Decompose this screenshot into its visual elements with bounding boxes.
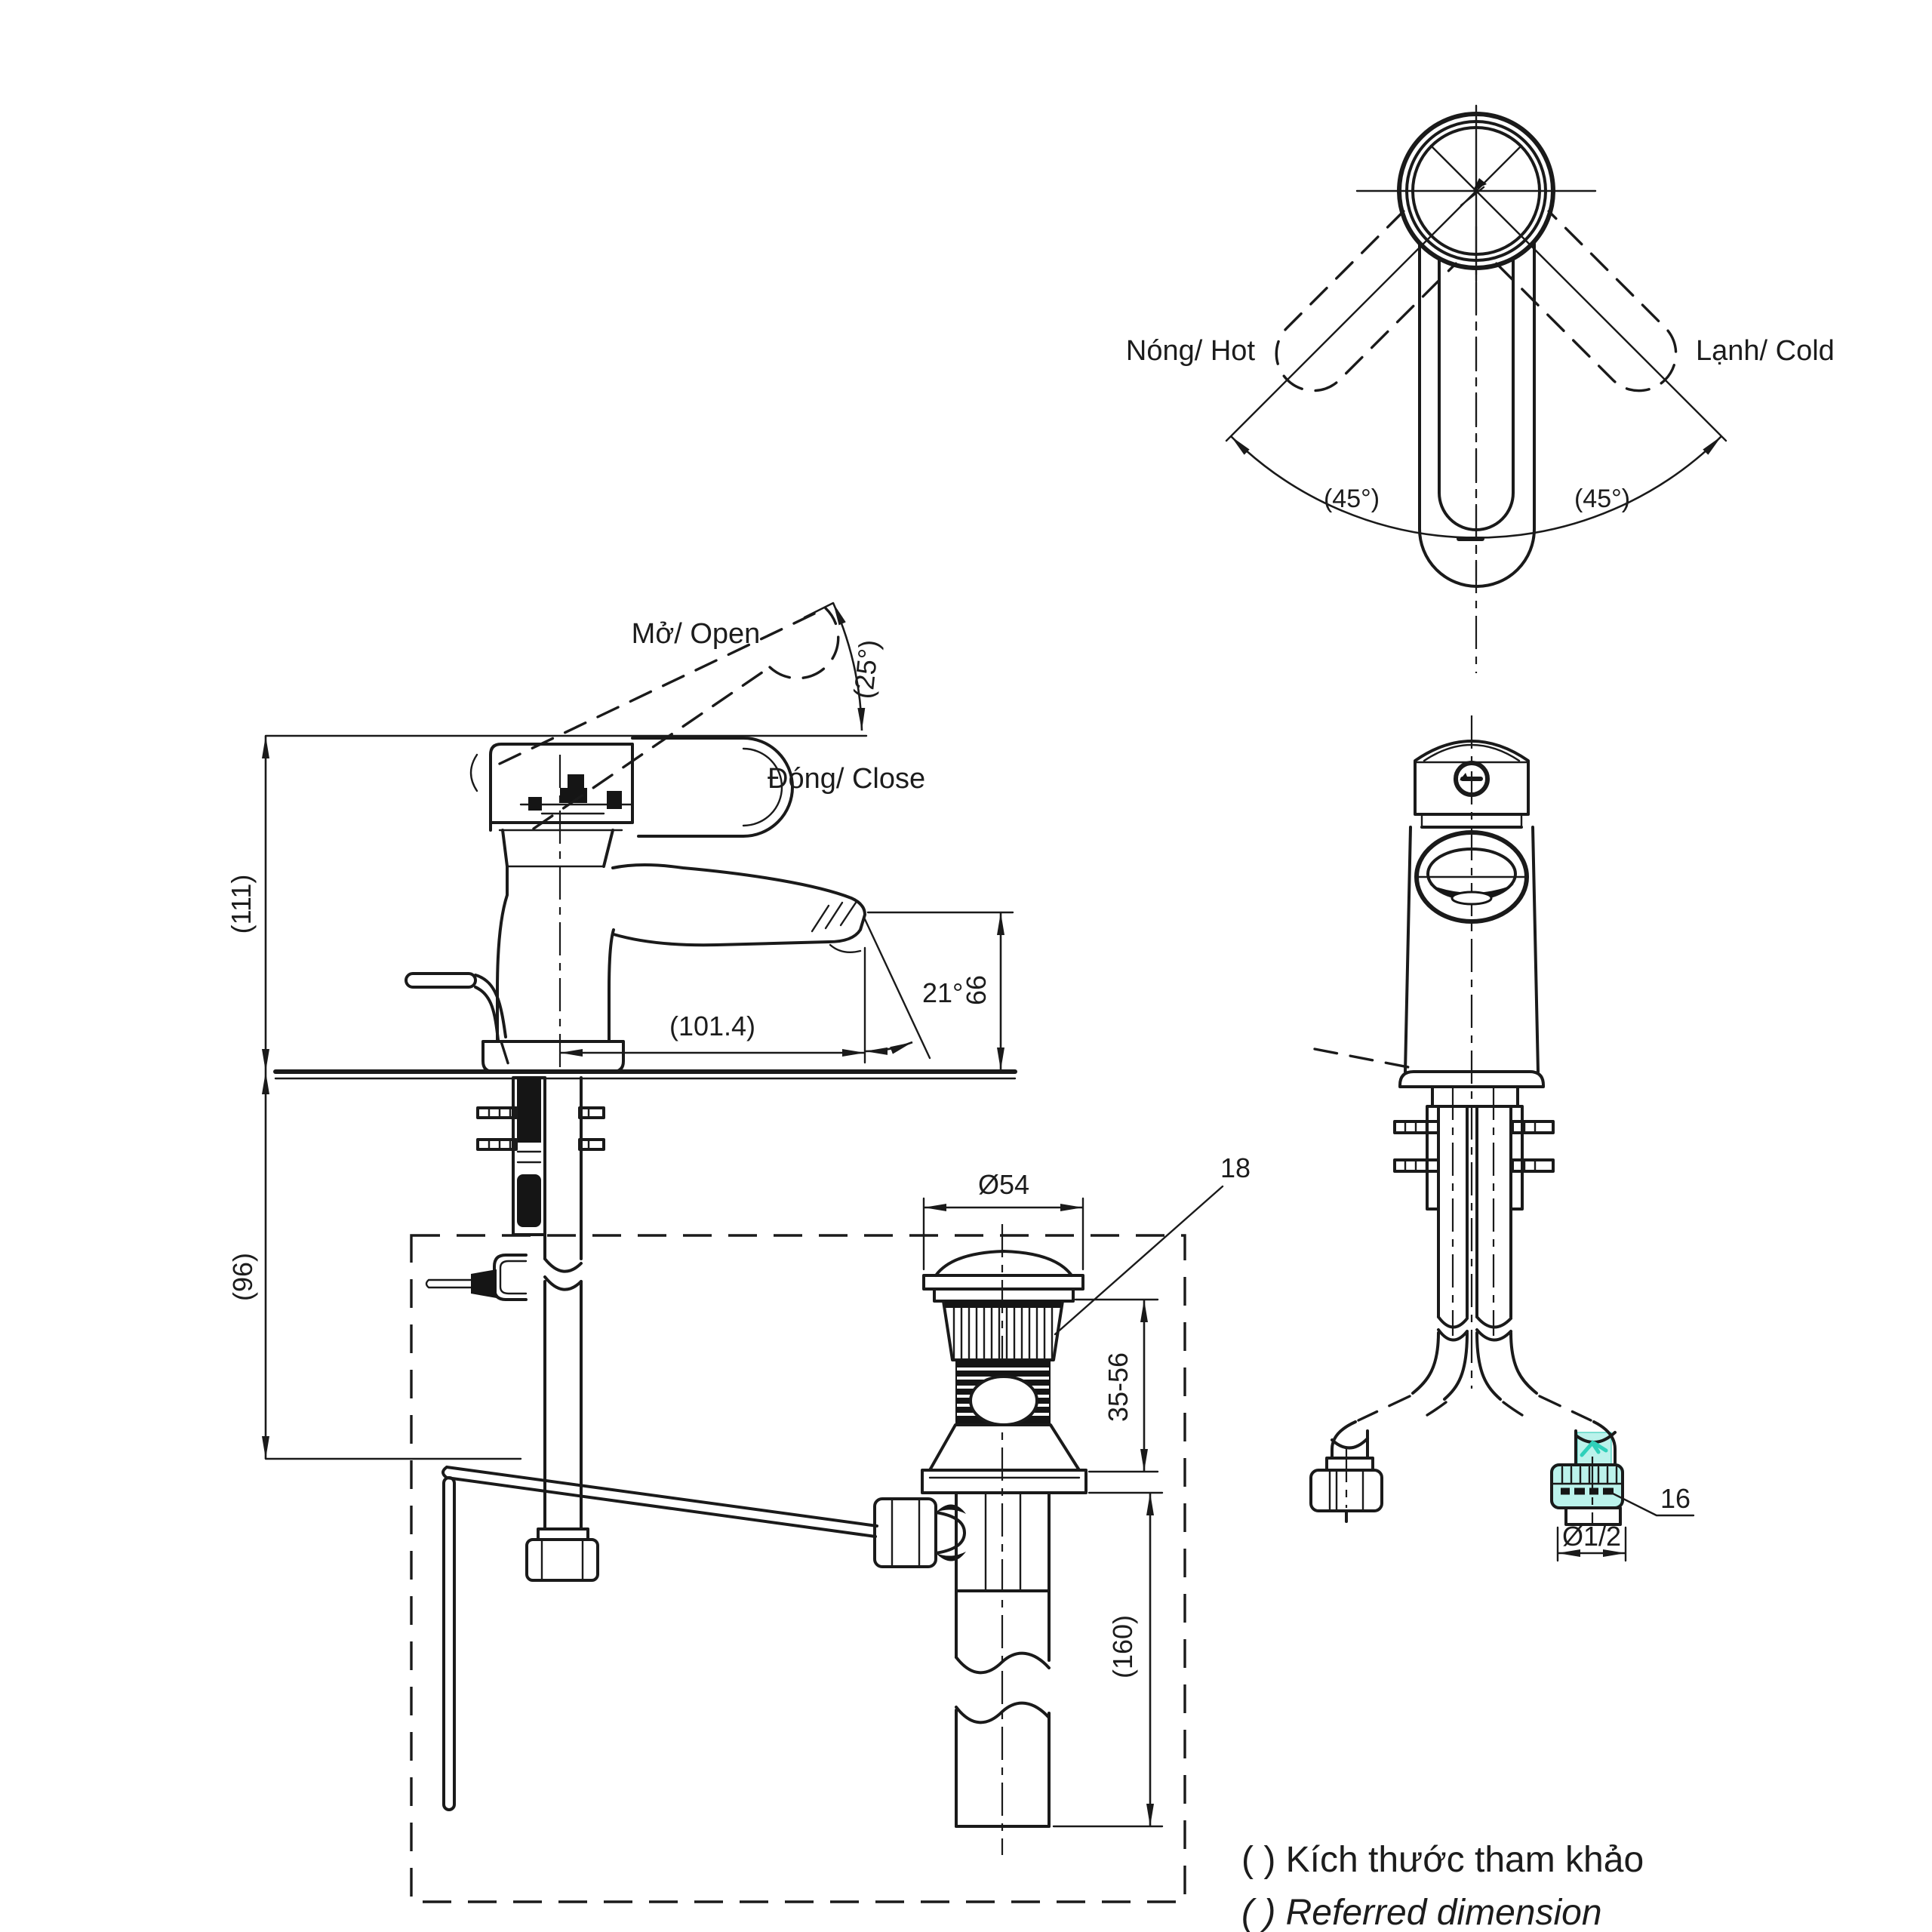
- front-shank-step: [1431, 1085, 1519, 1108]
- legend-en: ( ) Referred dimension: [1241, 1893, 1602, 1932]
- mounting-washers: [476, 1106, 605, 1151]
- drain-assembly: Ø54 18 35-56: [410, 1152, 1251, 1903]
- front-cap: [1414, 740, 1530, 816]
- flange-dia-label: Ø54: [978, 1169, 1029, 1200]
- thread-size-label: Ø1/2: [1562, 1521, 1621, 1552]
- popup-lever-bar: [441, 1466, 878, 1538]
- handle-open-left-dashed: [1495, 210, 1678, 392]
- outlet-height-label: 66: [961, 975, 992, 1005]
- drain-callout-label: 18: [1220, 1152, 1251, 1183]
- open-label: Mở/ Open: [632, 618, 761, 650]
- open-angle-label: (25°): [848, 638, 884, 700]
- side-view: (111) (25°) Mở/ Open Đó: [226, 601, 1017, 1811]
- close-label: Đóng/ Close: [768, 763, 925, 795]
- below-deck-dim-label: (96): [227, 1253, 258, 1301]
- angle-right-label: (45°): [1574, 485, 1630, 513]
- handle-outline: [1418, 242, 1536, 588]
- hot-label: Nóng/ Hot: [1126, 335, 1256, 367]
- angle-left-label: (45°): [1324, 485, 1380, 513]
- spout: [611, 863, 866, 947]
- left-supply-hose: [1309, 1420, 1383, 1523]
- handle-base-circle: [1397, 112, 1555, 270]
- lift-rod-guide: [469, 753, 478, 792]
- clamp-range-label: 35-56: [1103, 1352, 1134, 1422]
- legend-vi: ( ) Kích thước tham khảo: [1241, 1840, 1644, 1880]
- faucet-base: [481, 1040, 625, 1073]
- drain-dome: [934, 1250, 1073, 1277]
- open-angle-arc: [832, 602, 866, 731]
- locknut: [525, 1538, 599, 1582]
- set-screw: [1454, 761, 1490, 797]
- tail-length-label: (160): [1107, 1615, 1138, 1678]
- cold-label: Lạnh/ Cold: [1696, 335, 1835, 367]
- popup-strap: [442, 1476, 456, 1811]
- front-view: 16 Ø1/2: [1309, 715, 1695, 1562]
- overflow-hole: [969, 1375, 1038, 1426]
- right-supply-hose-highlighted: 16 Ø1/2: [1550, 1420, 1695, 1562]
- top-view: (45°) (45°) Nóng/ Hot Lạnh/ Cold: [1126, 104, 1835, 673]
- lever-open-dashed: [498, 607, 827, 765]
- legend: ( ) Kích thước tham khảo ( ) Referred di…: [1241, 1840, 1644, 1932]
- hose-callout-label: 16: [1660, 1483, 1690, 1514]
- spray-angle-label: 21°: [922, 977, 963, 1008]
- lift-rod-knob: [405, 972, 477, 989]
- front-washers: [1393, 1120, 1555, 1173]
- reach-dim-label: (101.4): [669, 1011, 755, 1041]
- locknut-collar: [537, 1527, 589, 1541]
- handle-open-right-dashed: [1275, 210, 1457, 392]
- pivot-nut: [873, 1497, 937, 1568]
- lever-closed: [631, 737, 794, 838]
- coupling-ring: [921, 1469, 1088, 1494]
- drain-boundary-box: [410, 1234, 1186, 1903]
- height-dim-label: (111): [226, 875, 257, 934]
